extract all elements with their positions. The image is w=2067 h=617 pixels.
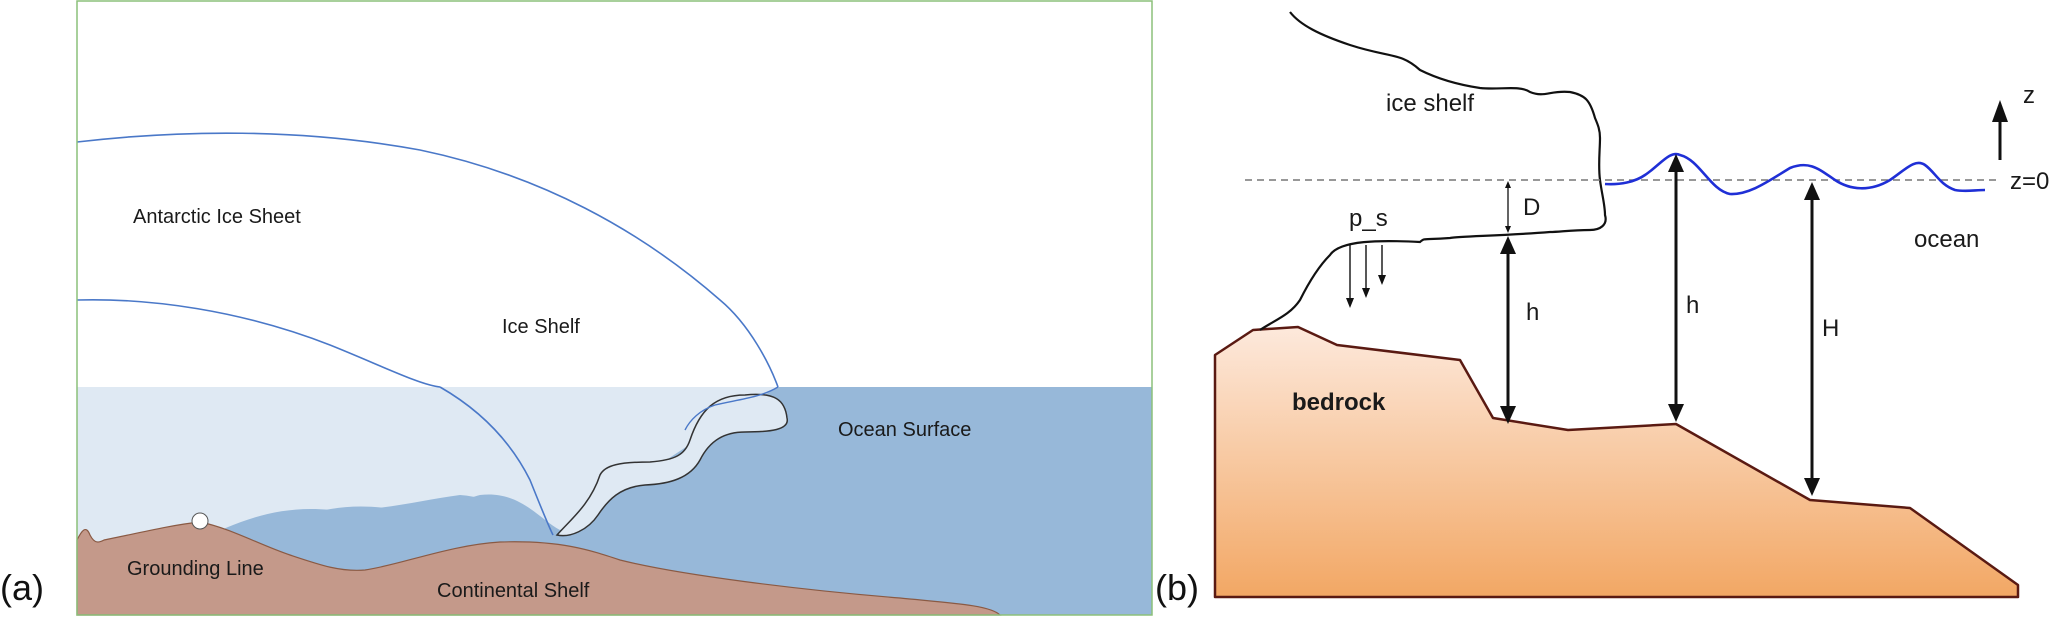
label-ocean: ocean [1914,226,1979,253]
pressure-arrow-heads [1346,275,1386,308]
label-z-zero: z=0 [2010,168,2049,195]
ocean-dark-under-shelf [200,495,560,560]
label-thickness-shelf: h [1526,299,1539,326]
label-pressure: p_s [1349,205,1388,232]
label-bedrock: bedrock [1292,389,1386,416]
label-grounding-line: Grounding Line [127,558,264,580]
z-axis-arrow [1992,100,2008,160]
label-thickness-open: h [1686,292,1699,319]
ice-shelf-outline [76,298,441,388]
ice-shelf-underside [439,386,554,536]
continental-shelf [76,521,1002,616]
panel-a-label: (a) [0,567,44,608]
panel-b-label: (b) [1155,567,1199,608]
label-ice-shelf-b: ice shelf [1386,90,1474,117]
label-depth: H [1822,315,1839,342]
bedrock [1213,325,2020,599]
thickness-arrow-open [1668,154,1684,422]
ice-front-region [555,393,788,537]
panel-b: ice shelf ocean bedrock p_s D h h H z z=… [1155,11,2049,608]
thickness-arrow-shelf [1500,236,1516,424]
ice-shelf-outline-b [1259,11,1607,331]
depth-arrow [1804,182,1820,496]
label-antarctic-ice-sheet: Antarctic Ice Sheet [133,206,301,228]
draft-arrow [1505,181,1511,233]
label-z-axis: z [2023,82,2035,109]
ocean-wave [1604,152,1986,196]
panel-a-frame [76,0,1153,616]
ice-sheet-front [684,386,779,431]
label-continental-shelf: Continental Shelf [437,580,590,602]
panel-a: Antarctic Ice Sheet Ice Shelf Ocean Surf… [0,0,1153,616]
pressure-arrows [1349,245,1383,303]
ice-sheet-outline [76,132,779,388]
label-ocean-surface: Ocean Surface [838,419,971,441]
label-ice-shelf: Ice Shelf [502,316,580,338]
label-draft: D [1523,194,1540,221]
grounding-line-marker [191,512,209,530]
